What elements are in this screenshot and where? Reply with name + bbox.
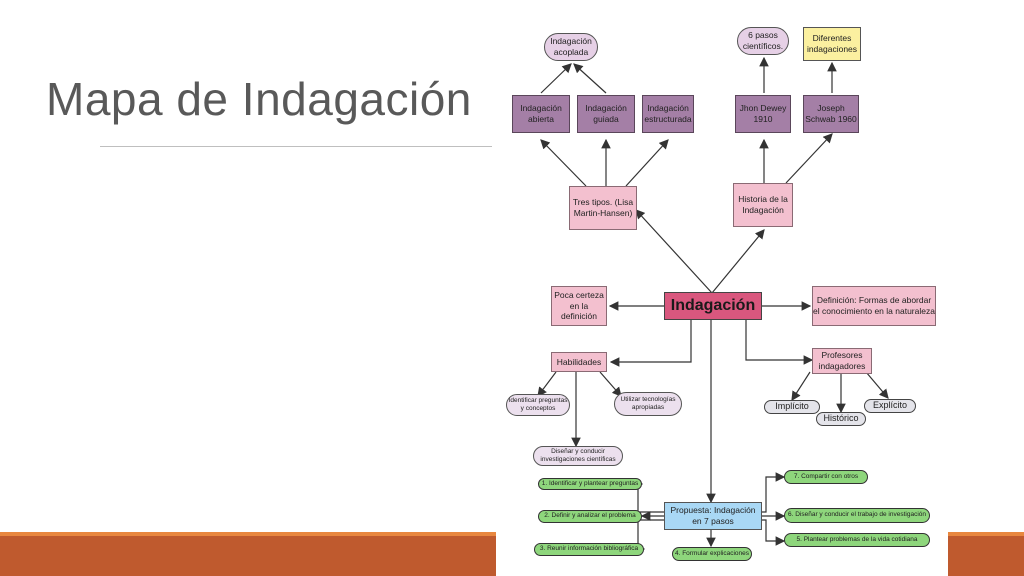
footer-accent-bar-right [948, 532, 1024, 576]
node-6-pasos: 6 pasos científicos. [737, 27, 789, 55]
arrow-center-to-tipos [635, 209, 713, 294]
node-identificar-preguntas: Identificar preguntas y conceptos [506, 394, 570, 416]
node-indagacion-central: Indagación [664, 292, 762, 320]
node-indagacion-abierta: Indagación abierta [512, 95, 570, 133]
node-jhon-dewey: Jhon Dewey 1910 [735, 95, 791, 133]
node-definicion: Definición: Formas de abordar el conocim… [812, 286, 936, 326]
arrow-guiada-to-acoplada [573, 63, 607, 94]
node-paso-7: 7. Compartir con otros [784, 470, 868, 484]
arrow-center-to-historia [711, 229, 765, 294]
node-utilizar-tecnologias: Utilizar tecnologías apropiadas [614, 392, 682, 416]
footer-accent-bar-left [0, 532, 496, 576]
arrow-prop-to-paso5 [762, 519, 786, 546]
node-indagacion-estructurada: Indagación estructurada [642, 95, 694, 133]
node-disenar-conducir: Diseñar y conducir investigaciones cient… [533, 446, 623, 466]
arrow-prof-to-implicito [791, 371, 811, 402]
node-diferentes-indagaciones: Diferentes indagaciones [803, 27, 861, 61]
arrow-abierta-to-acoplada [540, 63, 572, 94]
arrow-prof-to-explicito [865, 371, 889, 399]
footer-accent-stripe-left [0, 532, 496, 536]
arrow-hab-to-tecnologias [599, 371, 622, 397]
arrow-center-to-habilidades [609, 320, 692, 367]
node-tres-tipos: Tres tipos. (Lisa Martin-Hansen) [569, 186, 637, 230]
node-paso-2: 2. Definir y analizar el problema [538, 510, 642, 523]
node-paso-4: 4. Formular explicaciones [672, 547, 752, 561]
node-joseph-schwab: Joseph Schwab 1960 [803, 95, 859, 133]
node-habilidades: Habilidades [551, 352, 607, 372]
node-implicito: Implícito [764, 400, 820, 414]
node-indagacion-acoplada: Indagación acoplada [544, 33, 598, 61]
slide-title: Mapa de Indagación [46, 73, 472, 125]
node-indagacion-guiada: Indagación guiada [577, 95, 635, 133]
node-poca-certeza: Poca certeza en la definición [551, 286, 607, 326]
arrow-historia-to-schwab [785, 133, 833, 184]
node-propuesta: Propuesta: Indagación en 7 pasos [664, 502, 762, 530]
arrow-prop-to-paso7 [762, 472, 786, 513]
arrow-prop-to-paso1 [633, 479, 664, 513]
title-divider [100, 146, 492, 147]
arrow-hab-to-identificar [537, 371, 557, 397]
footer-accent-stripe-right [948, 532, 1024, 536]
node-historia: Historia de la Indagación [733, 183, 793, 227]
node-profesores-indagadores: Profesores indagadores [812, 348, 872, 374]
node-paso-3: 3. Reunir información bibliográfica [534, 543, 644, 556]
arrow-tipos-to-abierta [540, 139, 587, 187]
node-paso-5: 5. Plantear problemas de la vida cotidia… [784, 533, 930, 547]
arrow-center-to-profesores [745, 320, 814, 365]
node-paso-6: 6. Diseñar y conducir el trabajo de inve… [784, 508, 930, 523]
concept-map: Indagación acoplada Indagación abierta I… [496, 0, 948, 576]
node-explicito: Explícito [864, 399, 916, 413]
arrow-tipos-to-estructurada [625, 139, 669, 187]
node-historico: Histórico [816, 412, 866, 426]
node-paso-1: 1. Identificar y plantear preguntas [538, 478, 642, 490]
